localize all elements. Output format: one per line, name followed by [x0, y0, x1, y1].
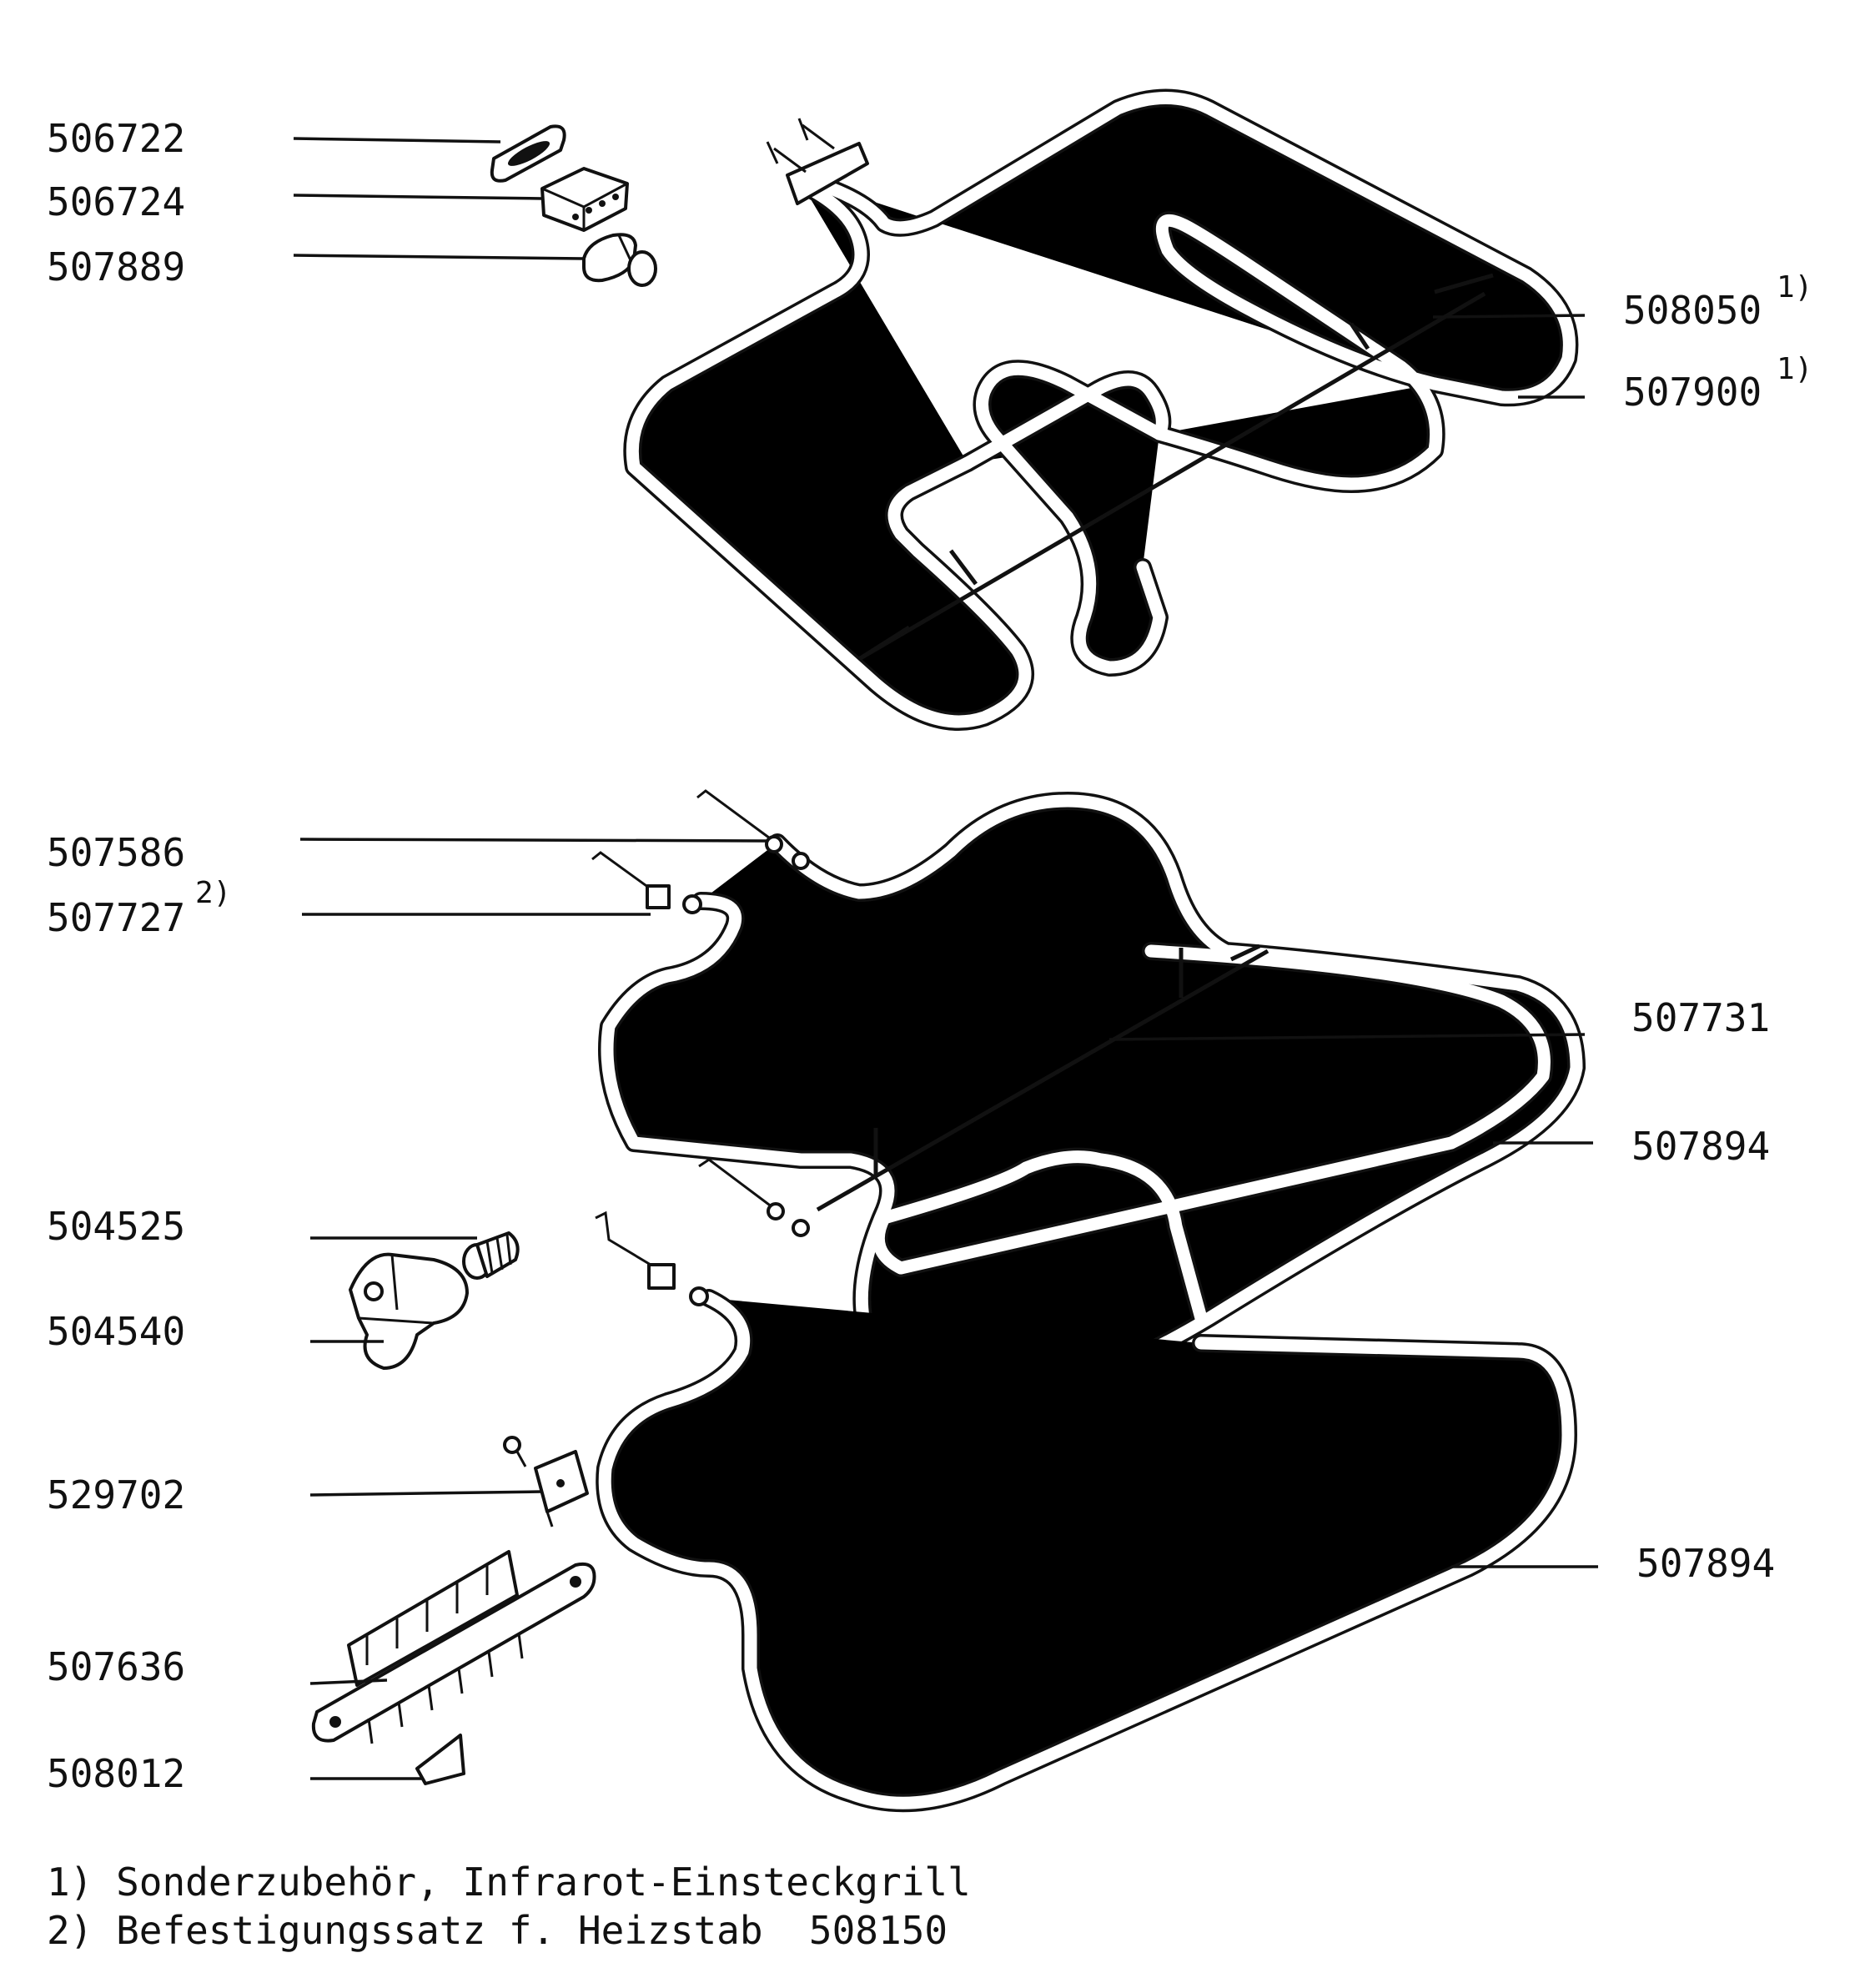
- label-506722: 506722: [47, 116, 185, 161]
- label-507731: 507731: [1631, 995, 1770, 1040]
- leader-507889: [293, 254, 585, 260]
- top-heating-element: [591, 789, 1576, 1402]
- part-504540-lamp-holder: [349, 1252, 469, 1370]
- leader-507636: [309, 1678, 388, 1685]
- label-507894-bottom: 507894: [1636, 1541, 1775, 1586]
- leader-506722: [293, 137, 501, 143]
- label-508050: 508050: [1623, 288, 1762, 333]
- part-529702-bracket: [503, 1436, 589, 1527]
- leader-529702: [309, 1490, 543, 1497]
- label-507889: 507889: [47, 244, 185, 289]
- superscript-507900: 1): [1777, 352, 1812, 386]
- label-506724: 506724: [47, 179, 185, 224]
- bottom-heating-element: [595, 1210, 1568, 1803]
- part-508012-clip: [415, 1734, 465, 1785]
- label-504525: 504525: [47, 1204, 185, 1249]
- label-507586: 507586: [47, 830, 185, 875]
- part-504525-spring: [462, 1231, 520, 1280]
- part-506722-plate: [490, 124, 566, 183]
- label-507727: 507727: [47, 895, 185, 940]
- label-508012: 508012: [47, 1751, 185, 1796]
- superscript-508050: 1): [1777, 270, 1812, 304]
- label-507894-top: 507894: [1631, 1124, 1770, 1169]
- leader-508050: [1432, 314, 1586, 319]
- leader-506724: [293, 194, 543, 200]
- label-504540: 504540: [47, 1309, 185, 1354]
- footnote-1: 1) Sonderzubehör, Infrarot-Einsteckgrill: [47, 1860, 971, 1905]
- part-507636-terminal-block: [311, 1550, 596, 1744]
- leader-507731: [1108, 1033, 1586, 1041]
- grill-heating-element: [632, 98, 1569, 722]
- leader-507586: [299, 838, 768, 843]
- label-529702: 529702: [47, 1472, 185, 1517]
- footnote-2: 2) Befestigungssatz f. Heizstab 508150: [47, 1908, 948, 1953]
- label-507900: 507900: [1623, 370, 1762, 415]
- superscript-507727: 2): [195, 876, 231, 910]
- part-506724-connector: [540, 167, 629, 232]
- label-507636: 507636: [47, 1644, 185, 1689]
- part-507889-clip: [582, 233, 657, 287]
